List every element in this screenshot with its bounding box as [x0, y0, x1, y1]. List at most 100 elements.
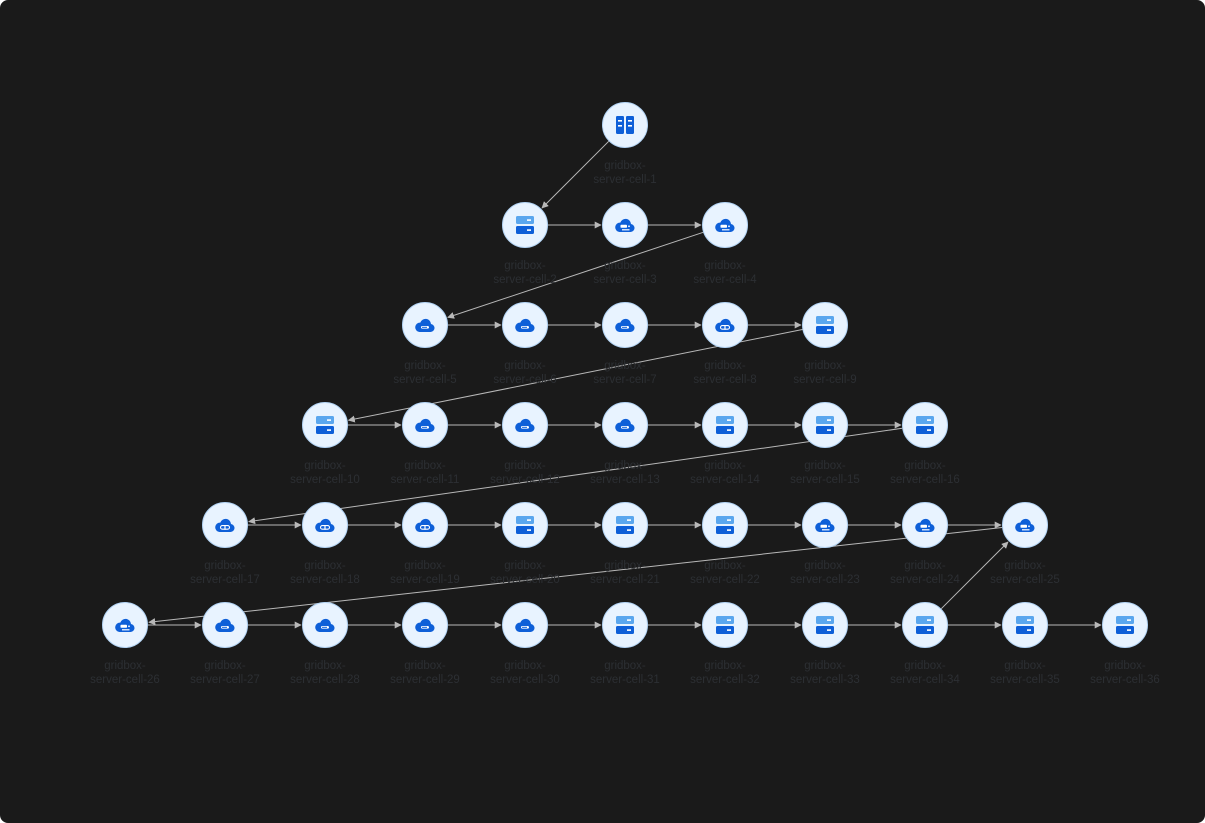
node-label: gridbox- server-cell-18 — [290, 560, 360, 586]
cloud-server-icon — [915, 518, 935, 532]
node-label: gridbox- server-cell-19 — [390, 560, 460, 586]
node-server-cell-1[interactable] — [602, 102, 648, 148]
node-server-cell-25[interactable] — [1002, 502, 1048, 548]
cloud-server-icon — [815, 518, 835, 532]
node-server-cell-14[interactable] — [702, 402, 748, 448]
node-label: gridbox- server-cell-1 — [593, 160, 657, 186]
node-server-cell-16[interactable] — [902, 402, 948, 448]
node-server-cell-9[interactable] — [802, 302, 848, 348]
server-stack-icon — [516, 516, 534, 534]
server-stack-icon — [816, 316, 834, 334]
cloud-icon — [215, 618, 235, 632]
node-label: gridbox- server-cell-29 — [390, 660, 460, 686]
node-server-cell-29[interactable] — [402, 602, 448, 648]
node-server-cell-5[interactable] — [402, 302, 448, 348]
node-label: gridbox- server-cell-26 — [90, 660, 160, 686]
cloud-icon — [415, 318, 435, 333]
node-server-cell-3[interactable] — [602, 202, 648, 248]
node-server-cell-31[interactable] — [602, 602, 648, 648]
node-label: gridbox- server-cell-31 — [590, 660, 660, 686]
server-stack-icon — [816, 416, 834, 434]
cloud-link-icon — [315, 518, 335, 532]
cloud-icon — [415, 418, 435, 433]
cloud-icon — [415, 618, 435, 632]
cloud-icon — [515, 618, 535, 632]
node-label: gridbox- server-cell-2 — [493, 260, 557, 286]
node-label: gridbox- server-cell-7 — [593, 360, 657, 386]
node-server-cell-22[interactable] — [702, 502, 748, 548]
node-server-cell-6[interactable] — [502, 302, 548, 348]
node-server-cell-26[interactable] — [102, 602, 148, 648]
node-server-cell-11[interactable] — [402, 402, 448, 448]
node-server-cell-10[interactable] — [302, 402, 348, 448]
node-label: gridbox- server-cell-25 — [990, 560, 1060, 586]
node-label: gridbox- server-cell-5 — [393, 360, 457, 386]
node-label: gridbox- server-cell-3 — [593, 260, 657, 286]
cloud-server-icon — [715, 218, 735, 233]
node-label: gridbox- server-cell-21 — [590, 560, 660, 586]
server-rack-icon — [616, 116, 634, 134]
cloud-link-icon — [415, 518, 435, 532]
cloud-server-icon — [1015, 518, 1035, 532]
node-label: gridbox- server-cell-11 — [390, 460, 460, 486]
server-stack-icon — [616, 516, 634, 534]
node-server-cell-35[interactable] — [1002, 602, 1048, 648]
node-label: gridbox- server-cell-34 — [890, 660, 960, 686]
node-label: gridbox- server-cell-16 — [890, 460, 960, 486]
cloud-server-icon — [615, 218, 635, 233]
edge-4-5 — [447, 231, 704, 319]
edge-25-26 — [148, 527, 1003, 626]
node-label: gridbox- server-cell-20 — [490, 560, 560, 586]
node-label: gridbox- server-cell-33 — [790, 660, 860, 686]
cloud-icon — [615, 418, 635, 433]
server-stack-icon — [716, 416, 734, 434]
node-label: gridbox- server-cell-13 — [590, 460, 660, 486]
server-stack-icon — [616, 616, 634, 634]
node-server-cell-7[interactable] — [602, 302, 648, 348]
node-label: gridbox- server-cell-6 — [493, 360, 557, 386]
node-server-cell-34[interactable] — [902, 602, 948, 648]
server-stack-icon — [516, 216, 534, 234]
node-server-cell-15[interactable] — [802, 402, 848, 448]
server-stack-icon — [916, 616, 934, 634]
node-server-cell-8[interactable] — [702, 302, 748, 348]
cloud-link-icon — [715, 318, 735, 333]
cloud-icon — [515, 418, 535, 433]
node-server-cell-12[interactable] — [502, 402, 548, 448]
node-server-cell-28[interactable] — [302, 602, 348, 648]
node-label: gridbox- server-cell-28 — [290, 660, 360, 686]
cloud-icon — [315, 618, 335, 632]
node-label: gridbox- server-cell-8 — [693, 360, 757, 386]
server-stack-icon — [1016, 616, 1034, 634]
node-label: gridbox- server-cell-17 — [190, 560, 260, 586]
node-label: gridbox- server-cell-22 — [690, 560, 760, 586]
node-label: gridbox- server-cell-35 — [990, 660, 1060, 686]
node-label: gridbox- server-cell-12 — [490, 460, 560, 486]
server-stack-icon — [816, 616, 834, 634]
node-server-cell-21[interactable] — [602, 502, 648, 548]
node-server-cell-18[interactable] — [302, 502, 348, 548]
node-server-cell-17[interactable] — [202, 502, 248, 548]
node-label: gridbox- server-cell-32 — [690, 660, 760, 686]
node-server-cell-24[interactable] — [902, 502, 948, 548]
edge-16-17 — [248, 427, 903, 525]
node-server-cell-4[interactable] — [702, 202, 748, 248]
cloud-icon — [515, 318, 535, 333]
node-server-cell-30[interactable] — [502, 602, 548, 648]
node-server-cell-19[interactable] — [402, 502, 448, 548]
node-label: gridbox- server-cell-9 — [793, 360, 857, 386]
node-server-cell-20[interactable] — [502, 502, 548, 548]
edge-34-25 — [940, 541, 1009, 610]
node-server-cell-27[interactable] — [202, 602, 248, 648]
node-server-cell-32[interactable] — [702, 602, 748, 648]
node-server-cell-2[interactable] — [502, 202, 548, 248]
node-server-cell-13[interactable] — [602, 402, 648, 448]
node-server-cell-23[interactable] — [802, 502, 848, 548]
server-stack-icon — [316, 416, 334, 434]
node-server-cell-33[interactable] — [802, 602, 848, 648]
node-server-cell-36[interactable] — [1102, 602, 1148, 648]
server-stack-icon — [716, 616, 734, 634]
node-label: gridbox- server-cell-4 — [693, 260, 757, 286]
